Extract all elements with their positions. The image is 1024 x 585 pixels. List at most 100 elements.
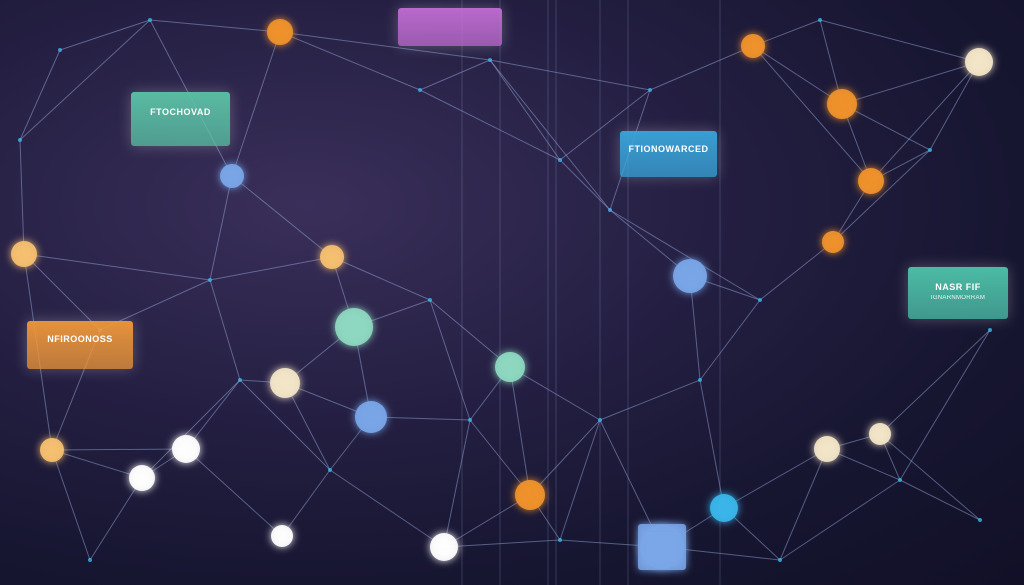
network-link: [279, 31, 421, 91]
network-link: [23, 253, 211, 281]
network-link: [841, 103, 931, 151]
label-card-left-orange: NFIROONOSS: [27, 321, 133, 369]
network-node: [270, 368, 300, 398]
network-link: [149, 19, 281, 33]
network-link: [419, 59, 491, 91]
card-title: NASR FIF: [935, 281, 981, 292]
network-link: [329, 469, 445, 548]
network-link: [489, 59, 611, 211]
network-node: [827, 89, 857, 119]
network-node: [822, 231, 844, 253]
network-node: [129, 465, 155, 491]
network-link: [929, 61, 980, 151]
network-dot: [488, 58, 492, 62]
network-link: [51, 449, 91, 561]
network-node: [11, 241, 37, 267]
network-link: [281, 469, 331, 537]
card-title: FTOCHOVAD: [150, 107, 211, 118]
network-link: [443, 539, 561, 548]
network-link: [599, 379, 701, 421]
network-dot: [598, 418, 602, 422]
cube-shape: [638, 524, 686, 570]
network-link: [899, 329, 991, 481]
network-link: [779, 479, 901, 561]
network-link: [331, 256, 431, 301]
network-link: [429, 299, 511, 368]
network-dot: [758, 298, 762, 302]
network-link: [559, 89, 651, 161]
network-link: [209, 279, 241, 381]
network-dot: [428, 298, 432, 302]
network-link: [284, 382, 331, 471]
network-node: [40, 438, 64, 462]
network-link: [370, 416, 471, 421]
network-dot: [818, 18, 822, 22]
network-link: [231, 175, 333, 258]
network-link: [209, 256, 333, 281]
network-link: [899, 479, 981, 521]
network-link: [185, 379, 241, 450]
network-link: [279, 31, 491, 61]
network-node: [335, 308, 373, 346]
network-link: [819, 19, 980, 63]
network-node: [430, 533, 458, 561]
network-link: [51, 449, 143, 479]
network-link: [239, 379, 331, 471]
network-link: [699, 379, 725, 509]
network-link: [141, 379, 241, 479]
network-link: [19, 139, 25, 255]
label-card-right-teal: NASR FIF IGNARNMORRAM: [908, 267, 1008, 319]
network-link: [689, 275, 701, 381]
network-link: [489, 59, 561, 161]
network-dot: [608, 208, 612, 212]
card-title: FTIONOWARCED: [628, 143, 709, 154]
network-dot: [648, 88, 652, 92]
network-link: [429, 299, 471, 421]
network-link: [559, 159, 611, 211]
network-link: [509, 366, 601, 421]
network-node: [495, 352, 525, 382]
network-link: [419, 89, 561, 161]
network-dot: [328, 468, 332, 472]
network-dot: [18, 138, 22, 142]
network-node: [741, 34, 765, 58]
network-node: [271, 525, 293, 547]
network-link: [870, 61, 980, 182]
network-node: [267, 19, 293, 45]
card-title: NFIROONOSS: [47, 334, 113, 345]
network-node: [710, 494, 738, 522]
card-subtitle: IGNARNMORRAM: [930, 295, 986, 302]
network-link: [443, 494, 531, 548]
network-node: [869, 423, 891, 445]
network-link: [231, 31, 281, 177]
label-card-left-teal: FTOCHOVAD: [131, 92, 230, 146]
network-dot: [148, 18, 152, 22]
network-link: [723, 448, 828, 509]
network-dot: [238, 378, 242, 382]
network-link: [752, 45, 843, 105]
network-link: [609, 209, 761, 301]
network-link: [699, 299, 761, 381]
network-link: [559, 419, 601, 541]
network-dot: [978, 518, 982, 522]
network-link: [509, 366, 531, 496]
network-link: [759, 241, 834, 301]
network-dot: [988, 328, 992, 332]
network-link: [832, 149, 931, 243]
network-dot: [88, 558, 92, 562]
network-dot: [208, 278, 212, 282]
network-dot: [468, 418, 472, 422]
network-link: [209, 175, 233, 281]
network-link: [59, 19, 151, 51]
network-link: [443, 419, 471, 548]
network-node: [355, 401, 387, 433]
network-link: [879, 433, 981, 521]
network-node: [320, 245, 344, 269]
network-dot: [778, 558, 782, 562]
network-link: [529, 419, 601, 496]
network-link: [23, 253, 101, 331]
network-node: [673, 259, 707, 293]
network-dot: [698, 378, 702, 382]
